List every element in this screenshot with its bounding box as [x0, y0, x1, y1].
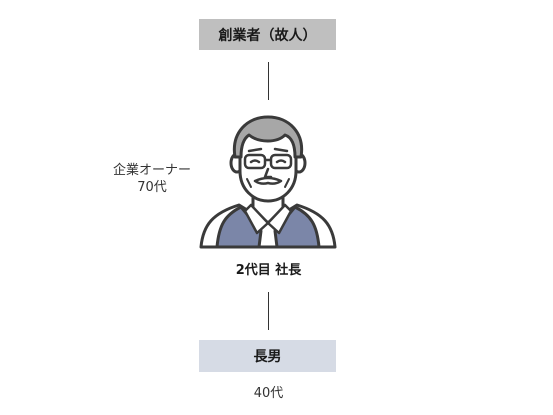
- son-label: 長男: [253, 349, 282, 365]
- founder-box: 創業者（故人）: [199, 19, 336, 50]
- owner-age: 70代: [137, 180, 167, 195]
- hair: [232, 115, 304, 159]
- eyebrow-right: [273, 147, 289, 153]
- eyebrow-left: [247, 147, 263, 153]
- glasses-left-lens: [243, 153, 267, 170]
- glasses-right-lens: [269, 153, 293, 170]
- collar-right: [266, 203, 293, 235]
- elderly-man-icon: [199, 115, 337, 249]
- eye-right: [275, 159, 287, 164]
- founder-label: 創業者（故人）: [218, 27, 317, 44]
- eye-left: [249, 159, 261, 164]
- son-age: 40代: [253, 386, 284, 401]
- mustache: [253, 176, 283, 185]
- owner-label: 企業オーナー 70代: [96, 162, 208, 196]
- owner-role: 企業オーナー: [112, 163, 191, 178]
- connector-line-top: [268, 62, 269, 100]
- president-label: 2代目 社長: [235, 263, 302, 278]
- son-box: 長男: [199, 340, 336, 372]
- collar-left: [243, 203, 270, 235]
- wrinkle-right: [284, 178, 290, 188]
- connector-line-bottom: [268, 292, 269, 330]
- wrinkle-left: [246, 178, 252, 188]
